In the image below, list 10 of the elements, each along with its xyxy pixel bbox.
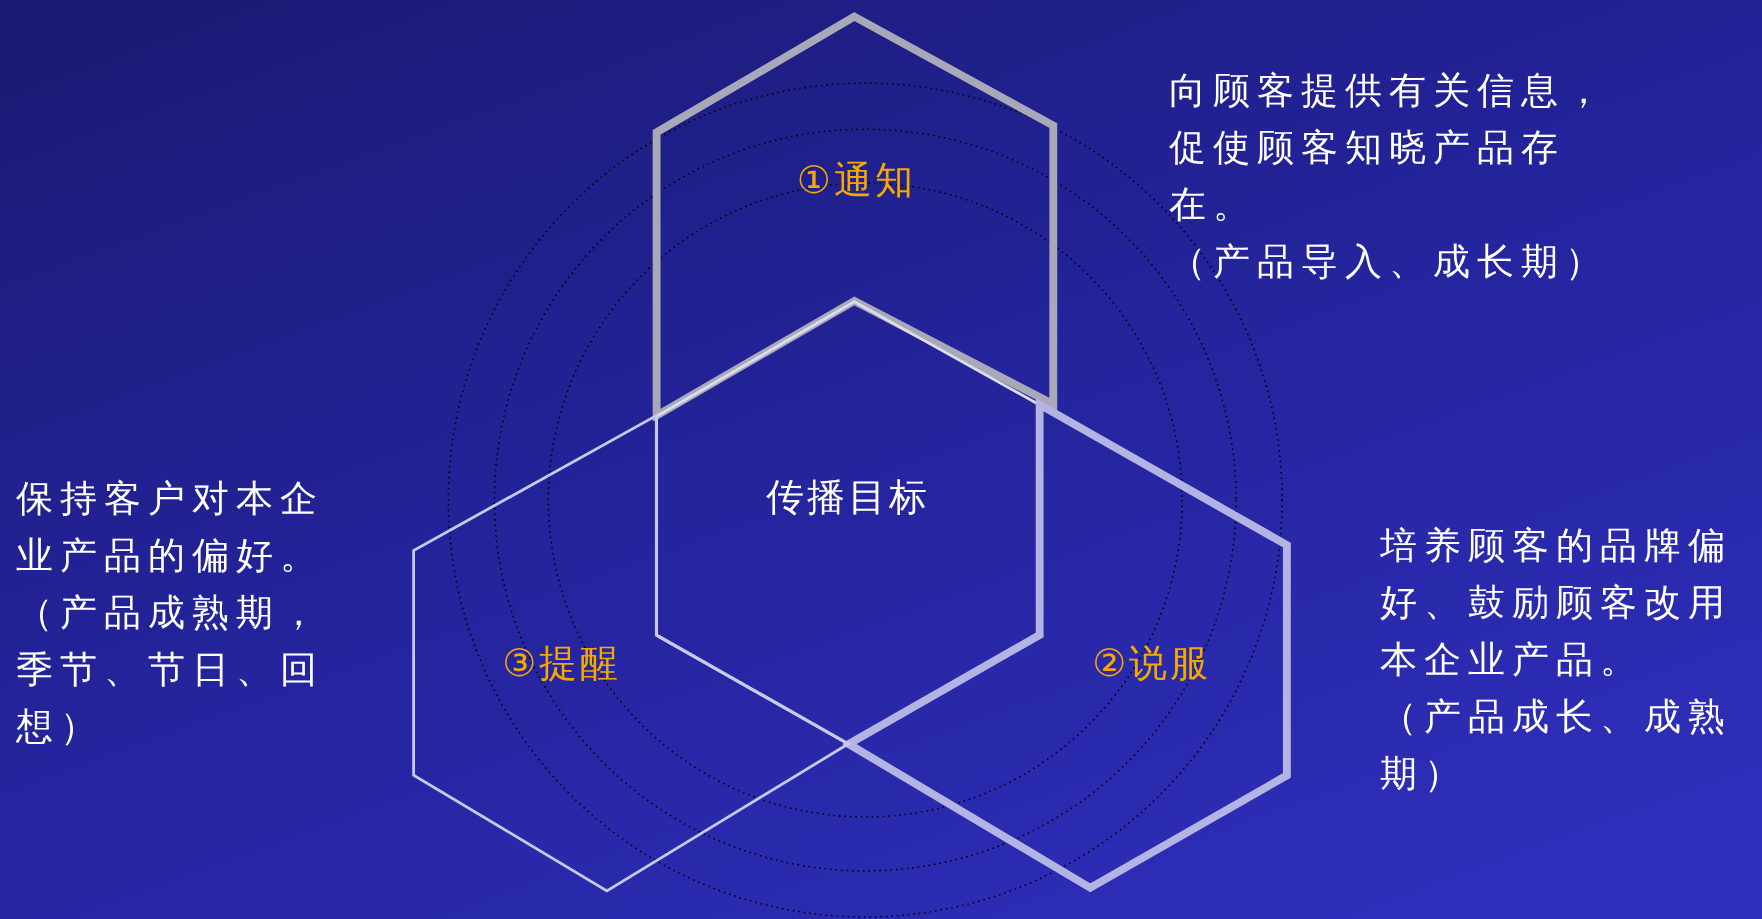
hexagon-label: 传播目标 — [766, 473, 931, 521]
hexagon-label: ②说服 — [1092, 639, 1212, 687]
description-text: （产品成长、成熟期） — [1379, 693, 1733, 797]
description-text: 保持客户对本企业产品的偏好。 — [15, 475, 325, 579]
description-text: （产品成熟期，季节、节日、回想） — [15, 589, 325, 750]
hexagon-label: ③提醒 — [502, 639, 622, 687]
description-text: （产品导入、成长期） — [1168, 238, 1610, 285]
hexagon-label: ①通知 — [796, 156, 916, 204]
description-text: 培养顾客的品牌偏好、鼓励顾客改用本企业产品。 — [1379, 522, 1733, 683]
description-text: 向顾客提供有关信息，促使顾客知晓产品存在。 — [1168, 67, 1610, 228]
